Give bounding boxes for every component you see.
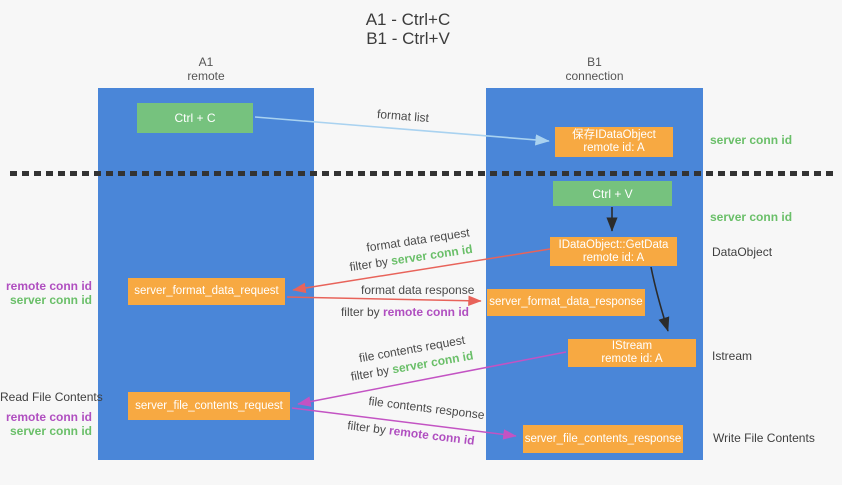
lifeline-a1-role: remote [187, 69, 225, 83]
lifeline-b1-id: B1 [587, 55, 602, 69]
format-data-request-arrow [292, 248, 551, 294]
lifeline-header-b1: B1 connection [486, 55, 703, 83]
server-conn-id-label-left-bottom: server conn id [9, 424, 92, 438]
format-data-response-arrow [286, 295, 482, 306]
server-file-contents-request-label: server_file_contents_request [135, 399, 283, 412]
remote-conn-id-label-left-bottom: remote conn id [5, 410, 92, 424]
save-dataobject-line2: remote id: A [583, 142, 645, 154]
title-line-1: A1 - Ctrl+C [365, 10, 451, 29]
ctrl-v-label: Ctrl + V [592, 186, 633, 201]
write-file-contents-label: Write File Contents [713, 431, 815, 445]
server-file-contents-response-box: server_file_contents_response [523, 425, 683, 453]
ctrl-v-box: Ctrl + V [553, 181, 672, 206]
format-data-response-label: format data response [361, 283, 475, 297]
istream-side-label: Istream [712, 349, 753, 363]
file-contents-request-arrow [297, 351, 567, 407]
server-format-data-response-label: server_format_data_response [489, 296, 643, 308]
istream-box: IStream remote id: A [568, 339, 696, 367]
server-format-data-request-label: server_format_data_request [134, 285, 279, 297]
dataobject-label: DataObject [712, 245, 773, 259]
getdata-to-istream-arrow [650, 266, 670, 332]
getdata-line2: remote id: A [582, 251, 645, 264]
server-format-data-request-box: server_format_data_request [128, 278, 285, 305]
server-format-data-response-box: server_format_data_response [487, 289, 645, 316]
server-file-contents-request-box: server_file_contents_request [128, 392, 290, 420]
lifeline-a1-id: A1 [198, 55, 214, 69]
read-file-contents-label: Read File Contents [0, 390, 103, 404]
lifeline-header-a1: A1 remote [98, 55, 314, 83]
ctrl-c-label: Ctrl + C [174, 111, 216, 125]
istream-line2: remote id: A [601, 353, 663, 365]
save-dataobject-box: 保存IDataObject remote id: A [555, 127, 673, 157]
filter-by-text: filter by [340, 305, 380, 319]
remote-conn-id-text: remote conn id [383, 305, 470, 319]
save-dataobject-line1: 保存IDataObject [572, 129, 656, 141]
title-line-2: B1 - Ctrl+V [366, 29, 450, 48]
istream-line1: IStream [611, 340, 653, 352]
format-response-filter-label: filter by remote conn id [340, 305, 470, 319]
server-conn-id-label-left-top: server conn id [9, 293, 92, 307]
diagram-title: A1 - Ctrl+C B1 - Ctrl+V [0, 10, 816, 48]
format-list-arrow [254, 116, 550, 146]
server-conn-id-label-mid: server conn id [710, 210, 793, 224]
getdata-line1: IDataObject::GetData [558, 238, 669, 251]
server-conn-id-label-top: server conn id [710, 133, 793, 147]
file-contents-response-arrow [291, 407, 517, 440]
remote-conn-id-label-left-top: remote conn id [5, 279, 92, 293]
copy-paste-separator-line [10, 171, 833, 176]
ctrl-c-box: Ctrl + C [137, 103, 253, 133]
server-file-contents-response-label: server_file_contents_response [524, 432, 682, 445]
getdata-box: IDataObject::GetData remote id: A [550, 237, 677, 266]
lifeline-b1-role: connection [565, 69, 624, 83]
